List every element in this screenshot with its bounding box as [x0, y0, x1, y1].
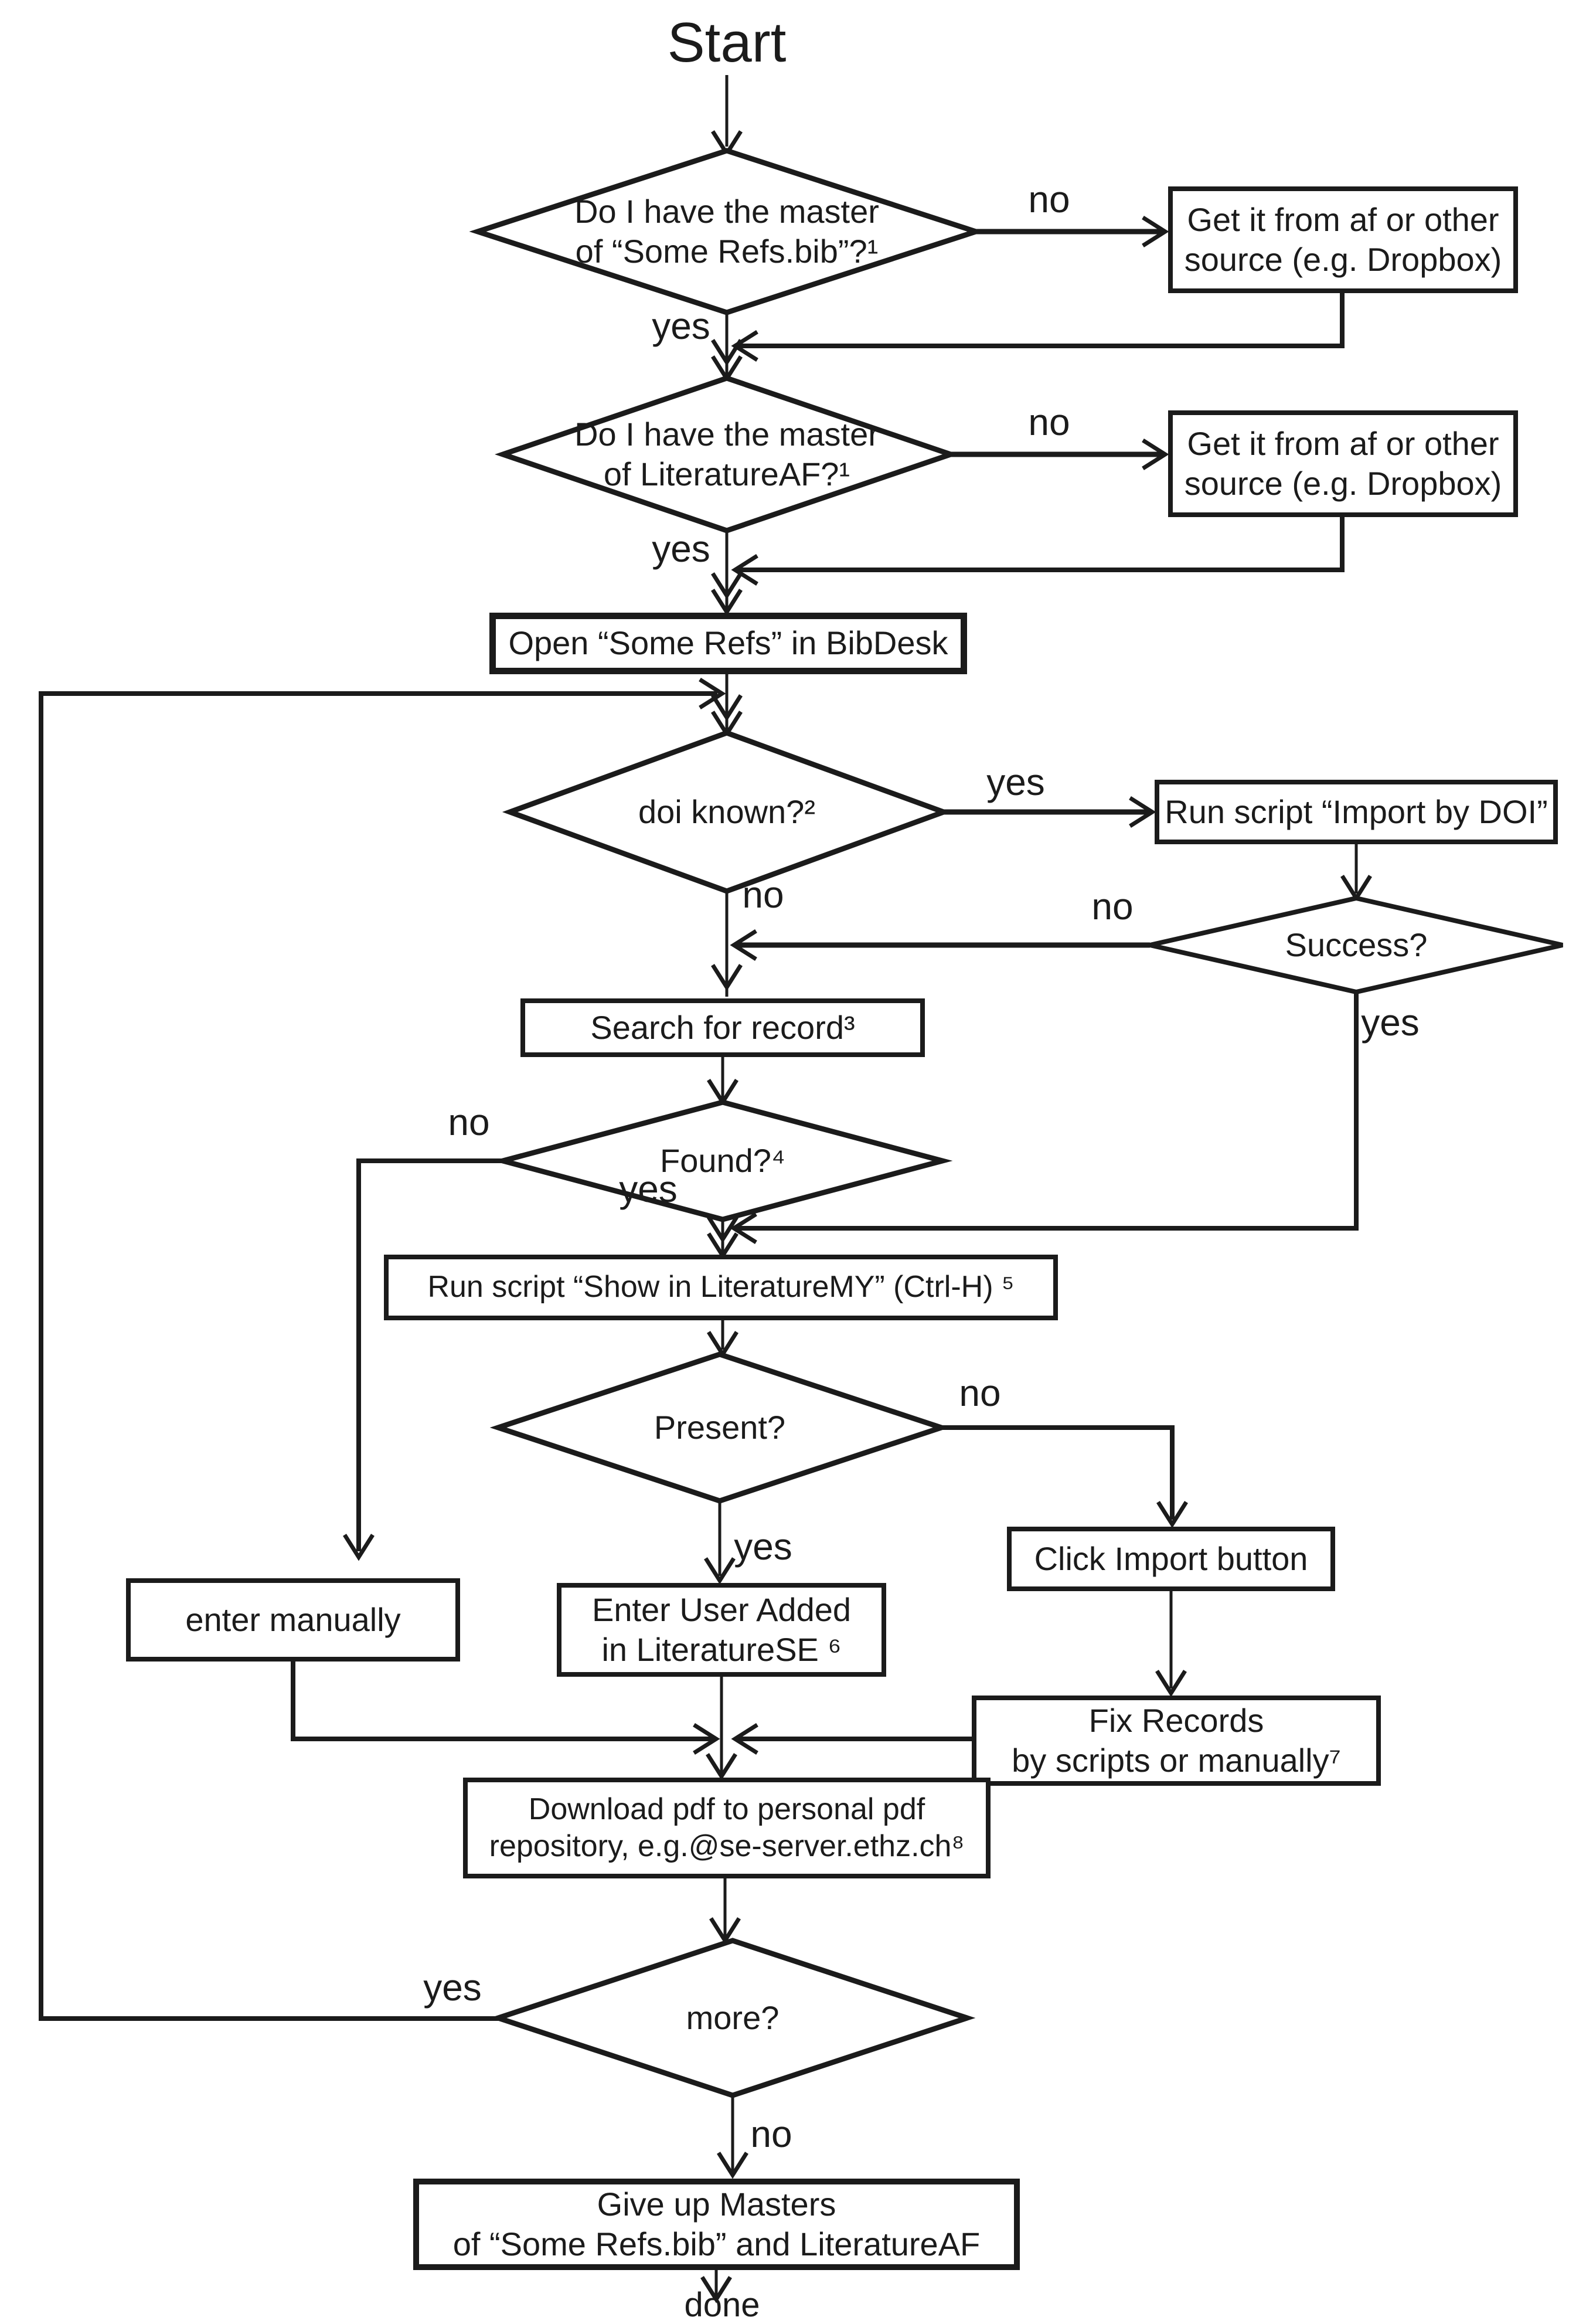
process-give-up-masters: Give up Masters of “Some Refs.bib” and L…: [413, 2179, 1020, 2270]
decision-present-label: Present?: [654, 1408, 786, 1446]
decision-found-label: Found?⁴: [660, 1141, 785, 1179]
process-get-from-af-2: Get it from af or other source (e.g. Dro…: [1168, 410, 1518, 517]
decision-more-shape: [489, 1938, 976, 2098]
decision-master-somerefs-shape: [469, 148, 985, 315]
edge-label-yes-master-literatureaf: yes: [652, 527, 710, 570]
arrowhead-into-fix-records: [1155, 1670, 1187, 1697]
arrowhead-success-yes-rejoin: [730, 1212, 757, 1244]
decision-master-somerefs-label: Do I have the master of “Some Refs.bib”?…: [574, 192, 879, 270]
process-enter-manually: enter manually: [126, 1578, 460, 1662]
edge-no-found: [356, 1158, 503, 1551]
decision-success-shape: [1149, 895, 1563, 995]
arrowhead-into-getaf2: [1142, 439, 1169, 470]
edge-label-no-more: no: [750, 2112, 792, 2155]
edge-more-yes-loop: [39, 691, 717, 2021]
arrowhead-success-no-rejoin: [730, 929, 757, 961]
decision-doi-known-label: doi known?²: [638, 793, 815, 830]
edge-label-no-master-somerefs: no: [1028, 178, 1070, 220]
arrowhead-merge-from-left: [693, 1723, 720, 1755]
arrowhead-into-done: [700, 2276, 732, 2303]
process-get-from-af-1: Get it from af or other source (e.g. Dro…: [1168, 186, 1518, 293]
edge-label-yes-found: yes: [619, 1167, 678, 1210]
arrowhead-into-enter-user-added: [704, 1557, 736, 1585]
edge-getaf2-return: [738, 517, 1345, 572]
edge-label-no-present: no: [959, 1371, 1001, 1414]
decision-more-label: more?: [686, 1999, 780, 2036]
process-open-bibdesk: Open “Some Refs” in BibDesk: [489, 613, 967, 674]
decision-success-label: Success?: [1285, 926, 1428, 963]
edge-label-no-doi-known: no: [742, 873, 784, 916]
start-terminal: Start: [667, 11, 787, 74]
edge-getaf1-return: [738, 293, 1345, 348]
arrowhead-getaf2-return: [731, 554, 758, 586]
done-terminal: done: [684, 2285, 760, 2324]
edge-label-yes-doi-known: yes: [986, 760, 1045, 803]
edge-yes-success: [737, 992, 1359, 1231]
arrowhead-into-click-import: [1156, 1501, 1188, 1528]
decision-master-literatureaf-label: Do I have the master of LiteratureAF?¹: [574, 415, 879, 492]
decision-found-shape: [492, 1099, 953, 1222]
arrowhead-merge-from-right: [731, 1723, 758, 1755]
process-click-import: Click Import button: [1007, 1527, 1335, 1591]
edge-label-no-found: no: [448, 1100, 490, 1143]
process-run-show-literaturemy: Run script “Show in LiteratureMY” (Ctrl-…: [384, 1255, 1058, 1320]
edge-label-no-success: no: [1091, 885, 1134, 927]
process-run-import-doi: Run script “Import by DOI”: [1155, 780, 1558, 844]
edge-label-no-master-literatureaf: no: [1028, 400, 1070, 443]
process-download-pdf: Download pdf to personal pdf repository,…: [463, 1778, 991, 1878]
arrowhead-into-download: [706, 1753, 737, 1781]
arrowhead-loop-rejoin: [699, 678, 726, 709]
edge-label-yes-more: yes: [423, 1966, 482, 2009]
arrowhead-into-giveup: [717, 2152, 748, 2179]
decision-doi-known-shape: [502, 730, 952, 894]
arrowhead-into-getaf1: [1142, 216, 1169, 247]
arrowhead-into-import-doi: [1129, 796, 1156, 828]
edge-no-present: [941, 1425, 1175, 1520]
process-enter-user-added: Enter User Added in LiteratureSE ⁶: [557, 1583, 886, 1677]
arrowhead-into-search: [711, 964, 743, 991]
edge-label-yes-master-somerefs: yes: [652, 304, 710, 347]
arrowhead-into-enter-manually: [343, 1534, 375, 1561]
decision-master-literatureaf-shape: [495, 375, 959, 534]
edge-entermanually-merge: [291, 1662, 713, 1741]
process-search-record: Search for record³: [520, 998, 925, 1057]
decision-present-shape: [489, 1351, 950, 1504]
edge-label-yes-success: yes: [1361, 1001, 1420, 1044]
arrowhead-into-open-bibdesk: [711, 572, 743, 616]
process-fix-records: Fix Records by scripts or manually⁷: [972, 1696, 1381, 1786]
edge-label-yes-present: yes: [734, 1525, 792, 1568]
